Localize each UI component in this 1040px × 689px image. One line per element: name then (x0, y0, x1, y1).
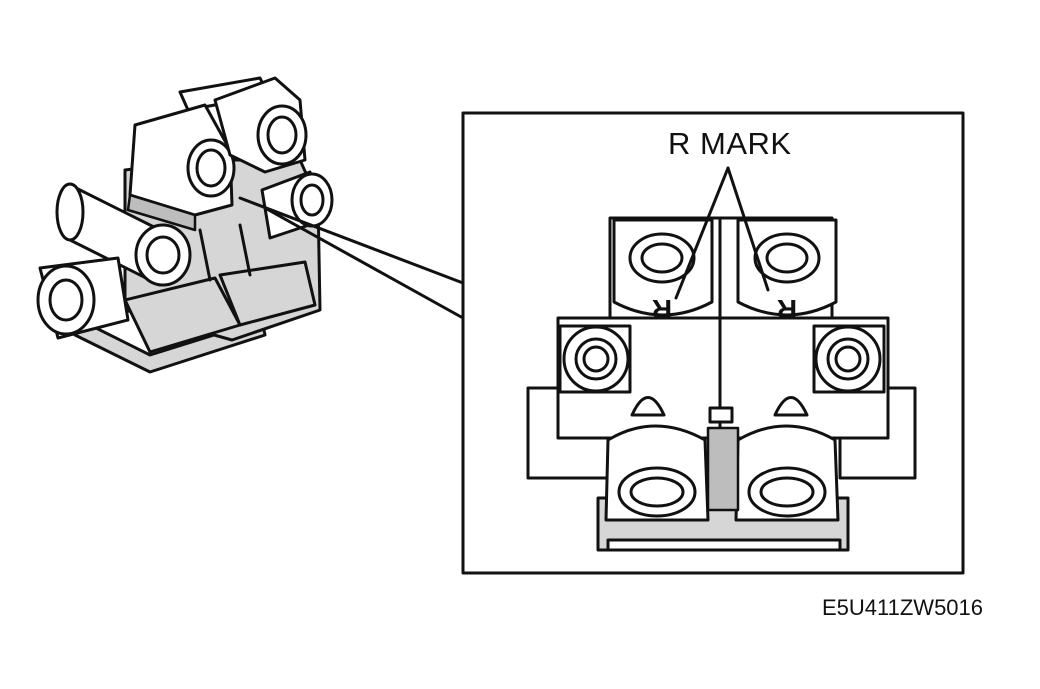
valve-detail-view: R R (526, 216, 917, 552)
bottom-fitting-left (604, 424, 710, 522)
bottom-fitting-right (734, 424, 840, 522)
r-mark-fitting-right: R (736, 218, 838, 325)
r-mark-pointers (674, 166, 770, 300)
r-mark-glyph-left: R (652, 294, 672, 325)
side-port-left (558, 324, 632, 394)
r-mark-glyph-right: R (777, 294, 797, 325)
side-port-right (812, 324, 886, 394)
valve-assembly-3d (36, 76, 334, 374)
r-mark-fitting-left: R (612, 218, 714, 325)
callout-leader (238, 196, 465, 320)
callout-frame (461, 111, 965, 575)
